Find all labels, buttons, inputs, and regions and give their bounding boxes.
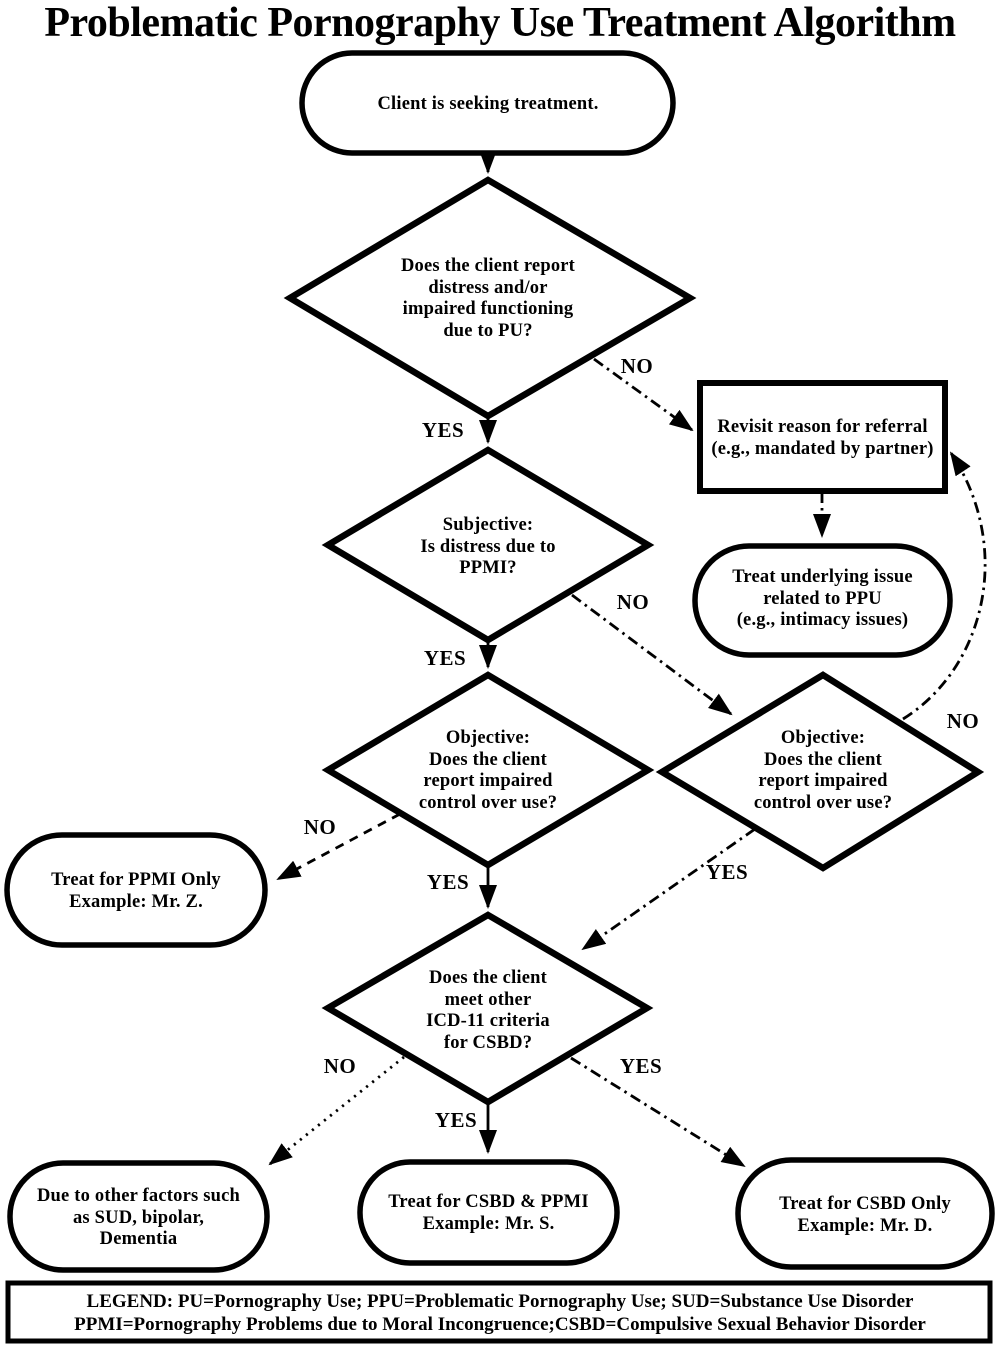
d5-diamond-shape (321, 911, 654, 1106)
edge-d2-no (571, 593, 733, 716)
edge-label-d4-no: NO (946, 709, 980, 733)
node-csbd-only-label: Treat for CSBD Only Example: Mr. D. (779, 1194, 951, 1236)
legend: LEGEND: PU=Pornography Use; PPU=Problema… (20, 1291, 980, 1336)
edge-label-d1-no: NO (620, 354, 654, 378)
node-csbd-ppmi-label: Treat for CSBD & PPMI Example: Mr. S. (388, 1192, 589, 1234)
legend-box (5, 1280, 993, 1344)
edge-d5-no (268, 1055, 405, 1166)
node-d5-label: Does the client meet other ICD-11 criter… (426, 968, 550, 1053)
node-d2-label: Subjective: Is distress due to PPMI? (420, 515, 556, 578)
edge-label-d3-no: NO (303, 815, 337, 839)
edge-label-d5-yes-right: YES (619, 1054, 663, 1078)
node-ppmi-only-label: Treat for PPMI Only Example: Mr. Z. (51, 870, 221, 912)
node-treat-underlying-label: Treat underlying issue related to PPU (e… (732, 567, 913, 630)
revisit-box-shape (697, 380, 948, 494)
d1-diamond-shape (283, 176, 697, 420)
d4-diamond-shape (655, 671, 985, 872)
d3-diamond-shape (321, 671, 655, 869)
edge-d1-no (593, 357, 694, 432)
csbd-ppmi-shape (357, 1159, 620, 1266)
edge-label-d1-yes: YES (421, 418, 465, 442)
edge-label-d2-yes: YES (423, 646, 467, 670)
edge-label-d5-yes-down: YES (434, 1108, 478, 1132)
edge-d3-no (276, 812, 401, 881)
page-title: Problematic Pornography Use Treatment Al… (44, 0, 956, 46)
node-d3-label: Objective: Does the client report impair… (418, 728, 558, 813)
d2-diamond-shape (321, 446, 655, 644)
legend-line1: LEGEND: PU=Pornography Use; PPU=Problema… (86, 1291, 914, 1312)
edge-d4-no-curve (902, 451, 987, 721)
node-d4-label: Objective: Does the client report impair… (753, 728, 893, 813)
ppmi-only-shape (4, 832, 268, 948)
legend-line2: PPMI=Pornography Problems due to Moral I… (74, 1313, 926, 1335)
edge-d4-yes (581, 827, 756, 951)
node-other-factors-label: Due to other factors such as SUD, bipola… (37, 1186, 240, 1249)
edge-label-d5-no: NO (323, 1054, 357, 1078)
node-start-label: Client is seeking treatment. (377, 94, 599, 114)
edge-label-d2-no: NO (616, 590, 650, 614)
treat-underlying-shape (692, 543, 953, 658)
edge-label-d4-yes: YES (705, 860, 749, 884)
csbd-only-shape (735, 1157, 995, 1270)
edge-label-d3-yes: YES (426, 870, 470, 894)
start-node-shape (299, 50, 676, 156)
node-revisit-label: Revisit reason for referral (e.g., manda… (711, 417, 934, 459)
node-d1-label: Does the client report distress and/or i… (400, 256, 576, 341)
edge-d5-yes-right (570, 1056, 746, 1168)
other-factors-shape (7, 1160, 270, 1273)
